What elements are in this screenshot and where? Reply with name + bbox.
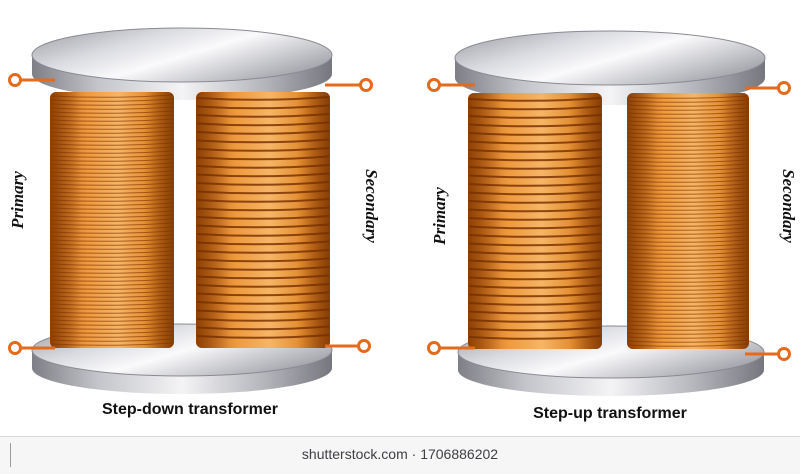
- watermark-divider: [10, 443, 11, 467]
- primary-coil: [50, 92, 174, 348]
- step-up-transformer: [427, 30, 791, 396]
- primary-bottom-terminal: [427, 341, 475, 355]
- secondary-top-terminal: [745, 81, 791, 95]
- primary-coil: [468, 93, 602, 349]
- secondary-top-terminal: [325, 78, 373, 92]
- step-up-caption: Step-up transformer: [533, 405, 687, 422]
- watermark-separator: ·: [411, 446, 417, 462]
- secondary-coil: [196, 92, 330, 348]
- watermark-image-number: 1706886202: [420, 446, 499, 462]
- secondary-bottom-terminal: [745, 347, 791, 361]
- secondary-label-right: Secondary: [779, 169, 798, 243]
- step-down-transformer: [8, 27, 373, 394]
- secondary-label-left: Secondary: [362, 169, 381, 243]
- primary-top-terminal: [427, 78, 475, 92]
- primary-bottom-terminal: [8, 341, 55, 355]
- watermark-text: shutterstock.com · 1706886202: [0, 446, 800, 462]
- secondary-bottom-terminal: [325, 339, 371, 353]
- secondary-coil: [627, 93, 749, 349]
- top-core-plate: [31, 27, 333, 100]
- primary-top-terminal: [8, 73, 55, 87]
- step-down-caption: Step-down transformer: [101, 401, 278, 418]
- watermark-bar: shutterstock.com · 1706886202: [0, 436, 800, 474]
- primary-label-right: Primary: [430, 187, 449, 245]
- primary-label-left: Primary: [8, 171, 27, 229]
- watermark-site: shutterstock.com: [301, 446, 408, 462]
